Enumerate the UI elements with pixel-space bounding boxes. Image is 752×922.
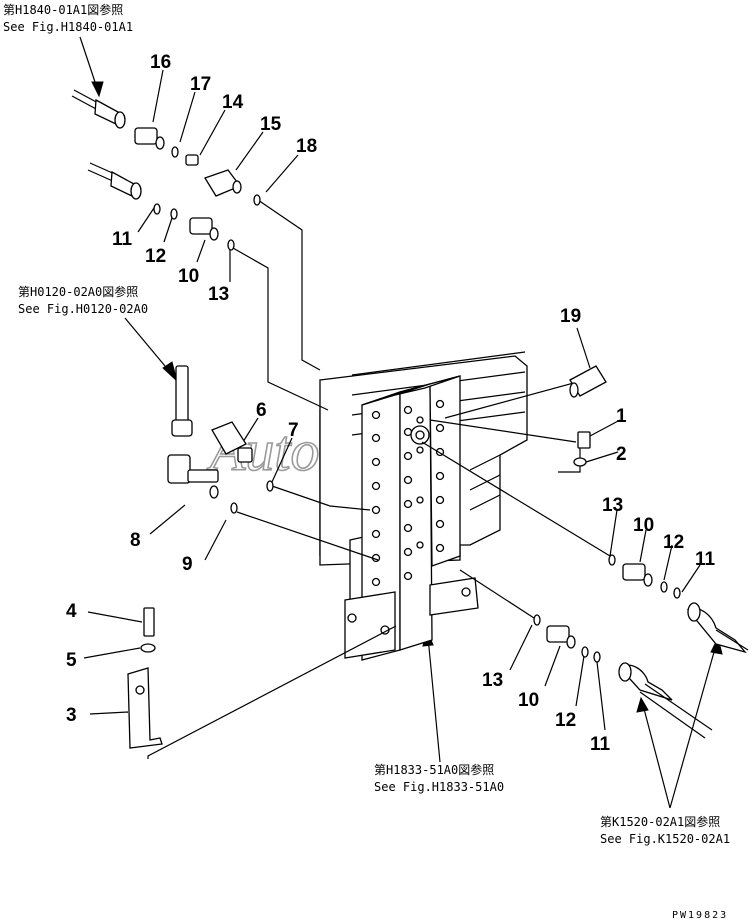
reference-h1833: 第H1833-51A0図参照 See Fig.H1833-51A0: [374, 762, 504, 794]
leader-lines: [147, 199, 611, 759]
reference-jp: 第H0120-02A0図参照: [18, 284, 138, 299]
callout-18: 18: [296, 136, 317, 157]
reference-h1840: 第H1840-01A1図参照 See Fig.H1840-01A1: [3, 2, 133, 34]
control-valve: [319, 351, 528, 661]
fittings: [127, 127, 681, 749]
callout-12: 12: [145, 246, 166, 267]
callout-10: 10: [178, 266, 199, 287]
reference-k1520: 第K1520-02A1図参照 See Fig.K1520-02A1: [600, 814, 730, 846]
reference-jp: 第H1840-01A1図参照: [3, 2, 123, 17]
drawing-code: PW19823: [672, 910, 728, 921]
callout-13: 13: [482, 670, 503, 691]
reference-jp: 第K1520-02A1図参照: [600, 814, 720, 829]
reference-en: See Fig.H1840-01A1: [3, 20, 133, 34]
callout-6: 6: [256, 400, 267, 421]
callout-11: 11: [112, 229, 133, 250]
reference-en: See Fig.H1833-51A0: [374, 780, 504, 794]
valve-ports: [371, 399, 445, 587]
callout-labels: 16 17 14 15 18 11 12 10 13 19 6 7 1 2 8 …: [66, 52, 716, 755]
callout-12: 12: [663, 532, 684, 553]
callout-13: 13: [602, 495, 623, 516]
callout-8: 8: [130, 530, 141, 551]
callout-10: 10: [518, 690, 539, 711]
callout-11: 11: [590, 734, 611, 755]
reference-en: See Fig.K1520-02A1: [600, 832, 730, 846]
callout-12: 12: [555, 710, 576, 731]
callout-10: 10: [633, 515, 654, 536]
callout-5: 5: [66, 650, 77, 671]
callout-1: 1: [616, 406, 627, 427]
callout-11: 11: [695, 549, 716, 570]
callout-ticks: [83, 69, 701, 731]
reference-en: See Fig.H0120-02A0: [18, 302, 148, 316]
callout-17: 17: [190, 74, 211, 95]
reference-jp: 第H1833-51A0図参照: [374, 762, 494, 777]
callout-13: 13: [208, 284, 229, 305]
callout-9: 9: [182, 554, 193, 575]
callout-14: 14: [222, 92, 244, 113]
callout-3: 3: [66, 705, 77, 726]
callout-7: 7: [288, 420, 299, 441]
callout-15: 15: [260, 114, 282, 135]
callout-4: 4: [66, 601, 77, 622]
callout-19: 19: [560, 306, 581, 327]
callout-2: 2: [616, 444, 627, 465]
callout-16: 16: [150, 52, 171, 73]
hoses: [71, 89, 749, 739]
reference-h0120: 第H0120-02A0図参照 See Fig.H0120-02A0: [18, 284, 148, 316]
